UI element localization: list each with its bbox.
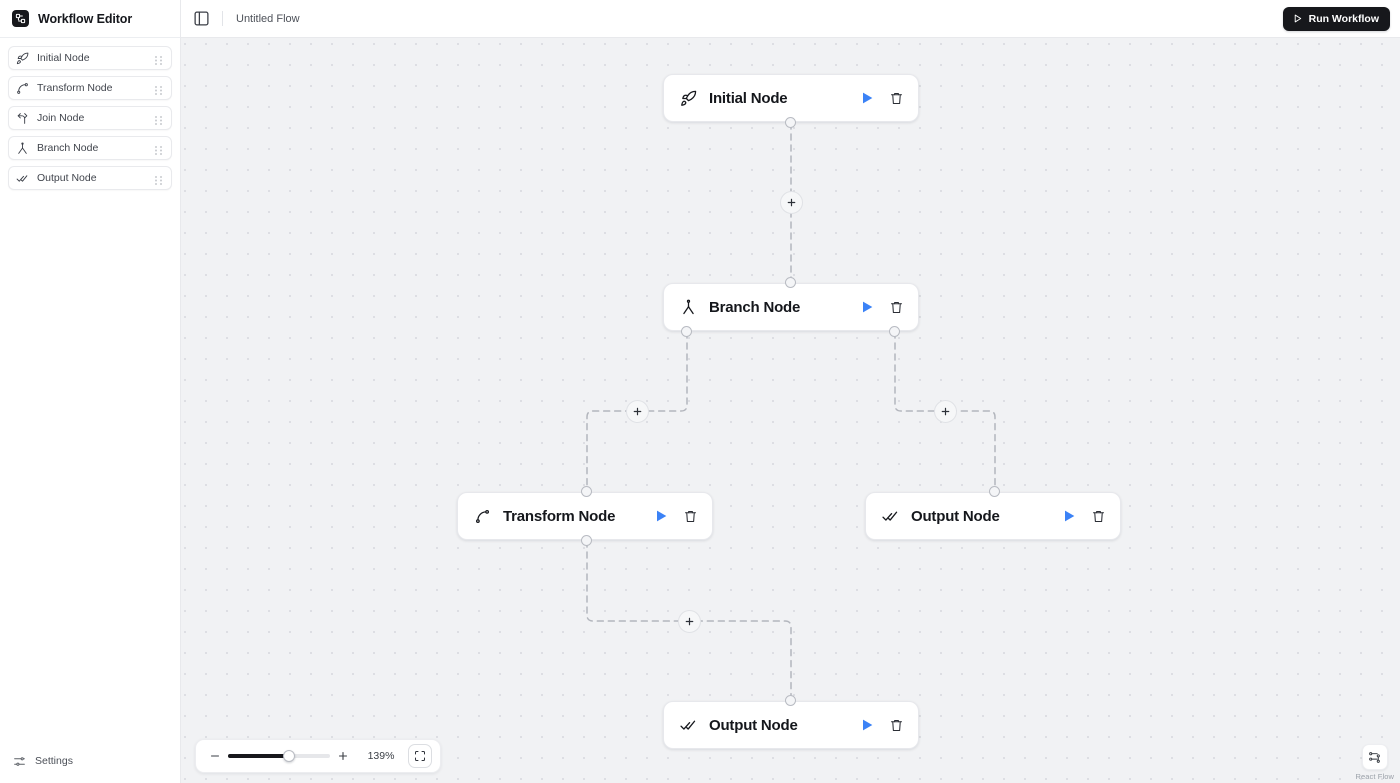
flow-name[interactable]: Untitled Flow bbox=[236, 12, 300, 25]
split-branch-icon bbox=[16, 141, 29, 155]
node-actions bbox=[859, 90, 904, 106]
node-handle-source-right[interactable] bbox=[889, 326, 900, 337]
node-label: Branch Node bbox=[709, 298, 801, 316]
palette-item-label: Output Node bbox=[37, 172, 97, 184]
play-filled-icon[interactable] bbox=[859, 717, 875, 733]
run-workflow-button[interactable]: Run Workflow bbox=[1282, 6, 1390, 31]
plus-icon bbox=[685, 617, 694, 626]
panel-left-icon[interactable] bbox=[193, 10, 210, 27]
zoom-in-button[interactable] bbox=[332, 745, 354, 767]
add-node-on-edge-button[interactable] bbox=[626, 400, 649, 423]
main-area: Untitled Flow Run Workflow bbox=[181, 0, 1400, 783]
slider-fill bbox=[228, 754, 290, 758]
drag-handle-icon[interactable] bbox=[154, 173, 163, 185]
node-actions bbox=[653, 508, 698, 524]
drag-handle-icon[interactable] bbox=[154, 83, 163, 95]
node-label: Output Node bbox=[709, 716, 798, 734]
trash-icon[interactable] bbox=[889, 718, 904, 733]
drag-handle-icon[interactable] bbox=[154, 143, 163, 155]
palette-item-initial-node[interactable]: Initial Node bbox=[8, 46, 172, 70]
zoom-level-label: 139% bbox=[367, 750, 395, 762]
node-handle-source[interactable] bbox=[581, 535, 592, 546]
sidebar: Workflow Editor Initial Node bbox=[0, 0, 181, 783]
topbar: Untitled Flow Run Workflow bbox=[181, 0, 1400, 38]
attribution-label: React Flow bbox=[1355, 772, 1394, 781]
node-handle-target[interactable] bbox=[785, 695, 796, 706]
node-initial[interactable]: Initial Node bbox=[663, 74, 919, 122]
node-actions bbox=[1061, 508, 1106, 524]
palette-item-join-node[interactable]: Join Node bbox=[8, 106, 172, 130]
add-node-on-edge-button[interactable] bbox=[934, 400, 957, 423]
zoom-controls: 139% bbox=[195, 739, 441, 773]
node-palette: Initial Node Transform Node bbox=[0, 38, 180, 190]
topbar-divider bbox=[222, 11, 223, 26]
palette-item-label: Initial Node bbox=[37, 52, 90, 64]
node-label: Transform Node bbox=[503, 507, 616, 525]
check-check-icon bbox=[882, 508, 899, 525]
edges-layer bbox=[586, 122, 996, 700]
node-branch[interactable]: Branch Node bbox=[663, 283, 919, 331]
zoom-out-button[interactable] bbox=[204, 745, 226, 767]
play-outline-icon bbox=[1292, 13, 1303, 24]
rocket-icon bbox=[680, 90, 697, 107]
sidebar-header: Workflow Editor bbox=[0, 0, 180, 38]
drag-handle-icon[interactable] bbox=[154, 53, 163, 65]
trash-icon[interactable] bbox=[889, 300, 904, 315]
plus-icon bbox=[787, 198, 796, 207]
node-handle-source-left[interactable] bbox=[681, 326, 692, 337]
node-actions bbox=[859, 299, 904, 315]
add-node-on-edge-button[interactable] bbox=[780, 191, 803, 214]
node-handle-target[interactable] bbox=[785, 277, 796, 288]
zoom-slider[interactable] bbox=[228, 745, 330, 767]
react-flow-icon[interactable] bbox=[1361, 744, 1388, 770]
check-check-icon bbox=[16, 172, 29, 185]
check-check-icon bbox=[680, 717, 697, 734]
minus-icon bbox=[210, 755, 220, 757]
palette-item-output-node[interactable]: Output Node bbox=[8, 166, 172, 190]
node-output-branch[interactable]: Output Node bbox=[865, 492, 1121, 540]
maximize-icon bbox=[415, 751, 425, 761]
plus-icon bbox=[941, 407, 950, 416]
trash-icon[interactable] bbox=[1091, 509, 1106, 524]
node-label: Output Node bbox=[911, 507, 1000, 525]
palette-item-transform-node[interactable]: Transform Node bbox=[8, 76, 172, 100]
sidebar-item-settings[interactable]: Settings bbox=[0, 749, 181, 773]
node-handle-source[interactable] bbox=[785, 117, 796, 128]
play-filled-icon[interactable] bbox=[653, 508, 669, 524]
run-workflow-label: Run Workflow bbox=[1308, 12, 1379, 25]
play-filled-icon[interactable] bbox=[859, 299, 875, 315]
flow-canvas[interactable]: Initial Node bbox=[181, 38, 1400, 783]
node-actions bbox=[859, 717, 904, 733]
trash-icon[interactable] bbox=[889, 91, 904, 106]
node-handle-target[interactable] bbox=[581, 486, 592, 497]
sliders-horizontal-icon bbox=[13, 755, 26, 768]
fit-view-button[interactable] bbox=[408, 744, 432, 768]
play-filled-icon[interactable] bbox=[859, 90, 875, 106]
settings-label: Settings bbox=[35, 755, 73, 767]
palette-item-label: Branch Node bbox=[37, 142, 99, 154]
react-flow-attribution: React Flow bbox=[1355, 744, 1394, 781]
palette-item-label: Transform Node bbox=[37, 82, 113, 94]
drag-handle-icon[interactable] bbox=[154, 113, 163, 125]
rocket-icon bbox=[16, 52, 29, 65]
split-branch-icon bbox=[680, 299, 697, 316]
trash-icon[interactable] bbox=[683, 509, 698, 524]
plus-icon bbox=[633, 407, 642, 416]
palette-item-branch-node[interactable]: Branch Node bbox=[8, 136, 172, 160]
plus-icon bbox=[338, 751, 348, 761]
node-transform[interactable]: Transform Node bbox=[457, 492, 713, 540]
workflow-logo-icon bbox=[12, 10, 29, 27]
add-node-on-edge-button[interactable] bbox=[678, 610, 701, 633]
merge-arrows-icon bbox=[16, 112, 29, 125]
node-handle-target[interactable] bbox=[989, 486, 1000, 497]
play-filled-icon[interactable] bbox=[1061, 508, 1077, 524]
spline-curve-icon bbox=[16, 82, 29, 95]
palette-item-label: Join Node bbox=[37, 112, 85, 124]
slider-thumb[interactable] bbox=[283, 750, 296, 762]
node-label: Initial Node bbox=[709, 89, 788, 107]
spline-curve-icon bbox=[474, 508, 491, 525]
app-title: Workflow Editor bbox=[38, 11, 133, 26]
node-output-bottom[interactable]: Output Node bbox=[663, 701, 919, 749]
